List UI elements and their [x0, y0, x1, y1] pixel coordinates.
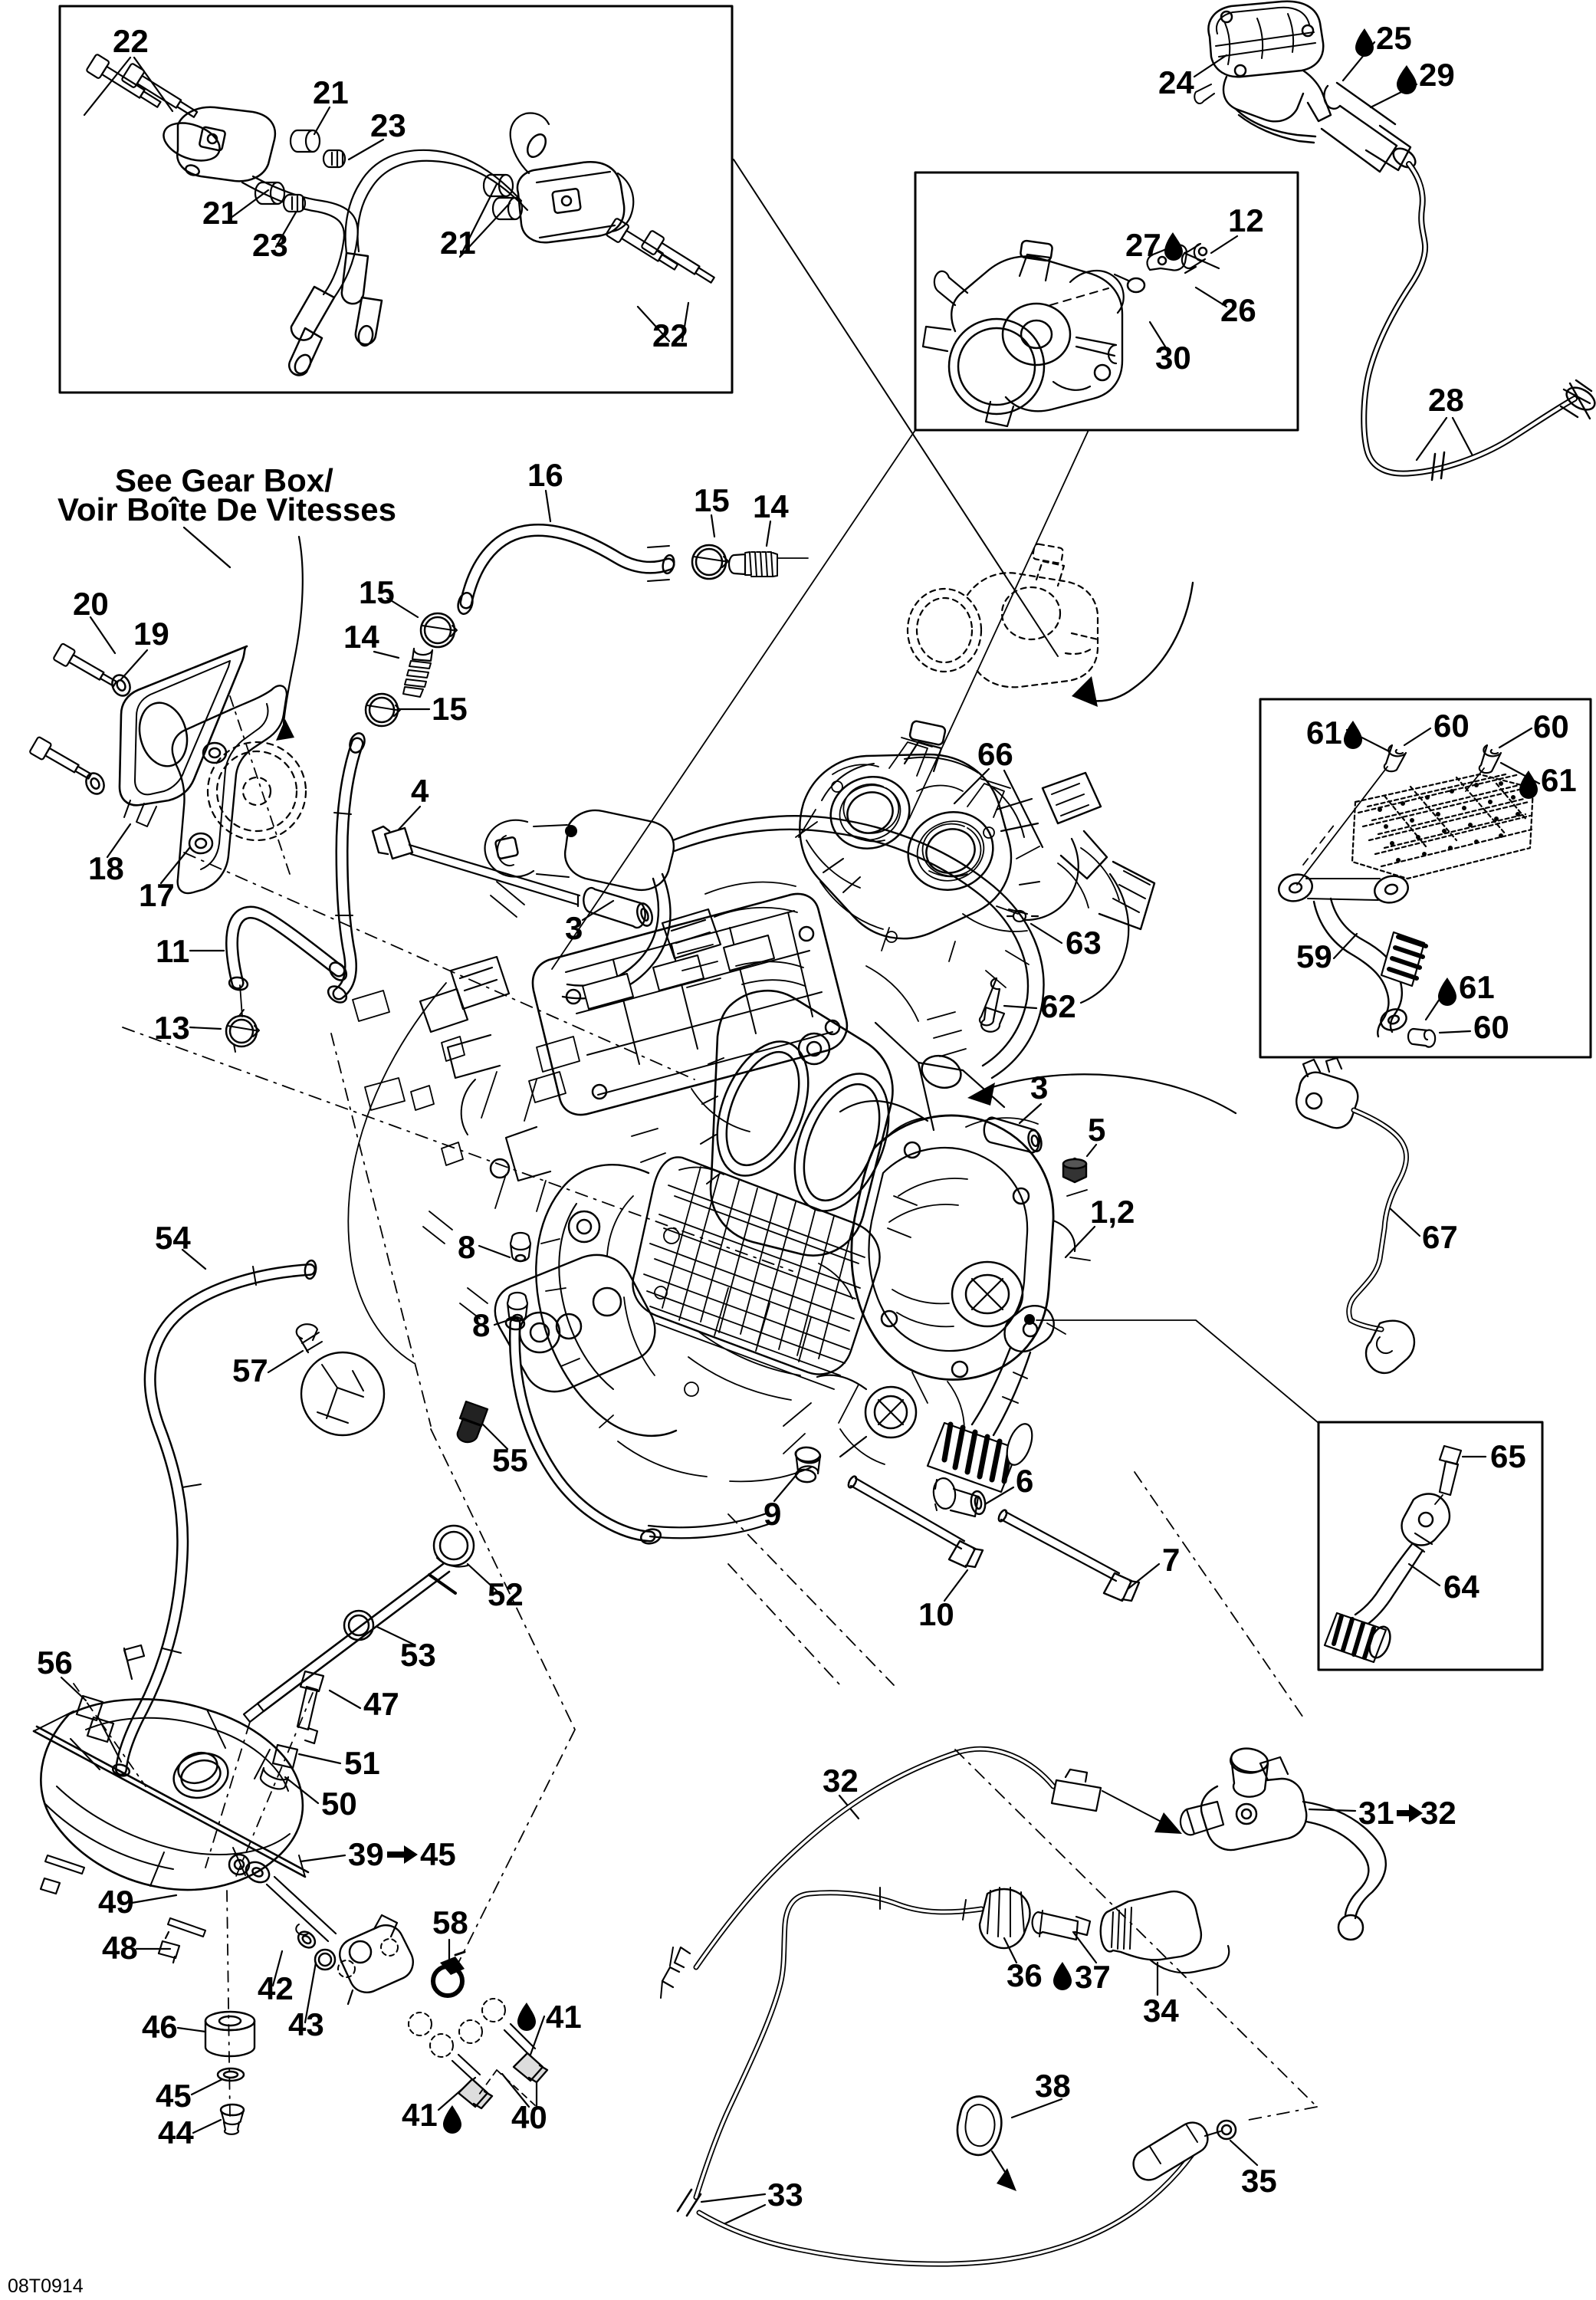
svg-text:9: 9 — [764, 1496, 781, 1532]
svg-text:32: 32 — [1420, 1795, 1456, 1831]
svg-text:28: 28 — [1428, 382, 1464, 418]
svg-text:34: 34 — [1143, 1993, 1179, 2029]
svg-text:12: 12 — [1228, 202, 1264, 238]
svg-text:38: 38 — [1035, 2068, 1071, 2104]
svg-text:41: 41 — [546, 1999, 582, 2035]
svg-text:23: 23 — [252, 227, 288, 263]
svg-text:62: 62 — [1040, 988, 1076, 1024]
svg-text:35: 35 — [1241, 2163, 1277, 2199]
svg-text:67: 67 — [1422, 1219, 1458, 1255]
svg-text:45: 45 — [156, 2078, 192, 2114]
svg-text:37: 37 — [1075, 1959, 1111, 1995]
svg-text:63: 63 — [1066, 925, 1102, 961]
svg-text:14: 14 — [343, 619, 379, 655]
svg-text:5: 5 — [1088, 1112, 1105, 1148]
svg-text:56: 56 — [37, 1644, 73, 1681]
svg-text:36: 36 — [1007, 1957, 1043, 1993]
svg-text:23: 23 — [370, 107, 406, 143]
svg-text:14: 14 — [753, 488, 789, 524]
svg-text:41: 41 — [402, 2097, 438, 2133]
svg-text:3: 3 — [565, 910, 583, 946]
svg-text:48: 48 — [102, 1930, 138, 1966]
svg-text:22: 22 — [113, 23, 149, 59]
svg-text:60: 60 — [1433, 708, 1470, 744]
svg-text:20: 20 — [73, 586, 109, 622]
svg-text:58: 58 — [432, 1904, 468, 1940]
svg-text:3: 3 — [1030, 1070, 1048, 1106]
svg-text:11: 11 — [156, 933, 189, 969]
svg-text:40: 40 — [511, 2099, 547, 2135]
svg-text:7: 7 — [1162, 1542, 1180, 1578]
svg-text:8: 8 — [458, 1229, 475, 1265]
svg-text:22: 22 — [652, 317, 688, 353]
svg-text:13: 13 — [154, 1010, 190, 1046]
svg-text:61: 61 — [1306, 715, 1342, 751]
svg-text:27: 27 — [1125, 227, 1161, 263]
svg-text:55: 55 — [492, 1442, 528, 1478]
svg-text:52: 52 — [488, 1576, 524, 1612]
svg-text:1,2: 1,2 — [1090, 1194, 1135, 1230]
svg-text:61: 61 — [1541, 762, 1577, 798]
svg-text:Voir Boîte De Vitesses: Voir Boîte De Vitesses — [57, 491, 396, 527]
svg-text:53: 53 — [400, 1637, 436, 1673]
svg-text:50: 50 — [321, 1786, 357, 1822]
svg-text:17: 17 — [139, 877, 175, 913]
svg-text:21: 21 — [202, 195, 238, 231]
svg-text:66: 66 — [977, 736, 1013, 772]
svg-text:15: 15 — [432, 691, 468, 727]
svg-text:8: 8 — [472, 1307, 490, 1343]
svg-text:15: 15 — [694, 482, 730, 518]
svg-text:45: 45 — [420, 1836, 456, 1872]
svg-text:51: 51 — [344, 1745, 380, 1781]
svg-text:46: 46 — [142, 2009, 178, 2045]
svg-text:59: 59 — [1296, 938, 1332, 974]
svg-text:18: 18 — [88, 850, 124, 886]
svg-text:30: 30 — [1155, 340, 1191, 376]
svg-text:43: 43 — [288, 2006, 324, 2042]
svg-text:25: 25 — [1376, 20, 1412, 56]
svg-text:49: 49 — [98, 1884, 134, 1920]
svg-text:64: 64 — [1443, 1569, 1479, 1605]
svg-text:54: 54 — [155, 1220, 191, 1256]
svg-text:61: 61 — [1459, 969, 1495, 1005]
svg-text:19: 19 — [133, 616, 169, 652]
svg-text:44: 44 — [158, 2114, 194, 2150]
svg-text:33: 33 — [767, 2177, 803, 2213]
svg-text:24: 24 — [1158, 64, 1194, 100]
svg-text:See Gear Box/: See Gear Box/ — [115, 462, 333, 498]
svg-text:39: 39 — [348, 1836, 384, 1872]
svg-text:6: 6 — [1016, 1463, 1033, 1499]
svg-text:32: 32 — [823, 1763, 859, 1799]
svg-text:16: 16 — [527, 457, 563, 493]
svg-text:15: 15 — [359, 574, 395, 610]
svg-text:21: 21 — [313, 74, 349, 110]
svg-text:08T0914: 08T0914 — [8, 2275, 84, 2297]
svg-text:57: 57 — [232, 1352, 268, 1388]
svg-text:65: 65 — [1490, 1438, 1526, 1474]
svg-text:10: 10 — [918, 1596, 954, 1632]
svg-text:47: 47 — [363, 1686, 399, 1722]
svg-text:21: 21 — [440, 225, 476, 261]
svg-text:26: 26 — [1220, 292, 1256, 328]
svg-text:4: 4 — [411, 773, 429, 809]
svg-text:60: 60 — [1533, 708, 1569, 744]
svg-text:31: 31 — [1358, 1795, 1394, 1831]
svg-text:29: 29 — [1419, 57, 1455, 93]
svg-text:60: 60 — [1473, 1009, 1509, 1045]
